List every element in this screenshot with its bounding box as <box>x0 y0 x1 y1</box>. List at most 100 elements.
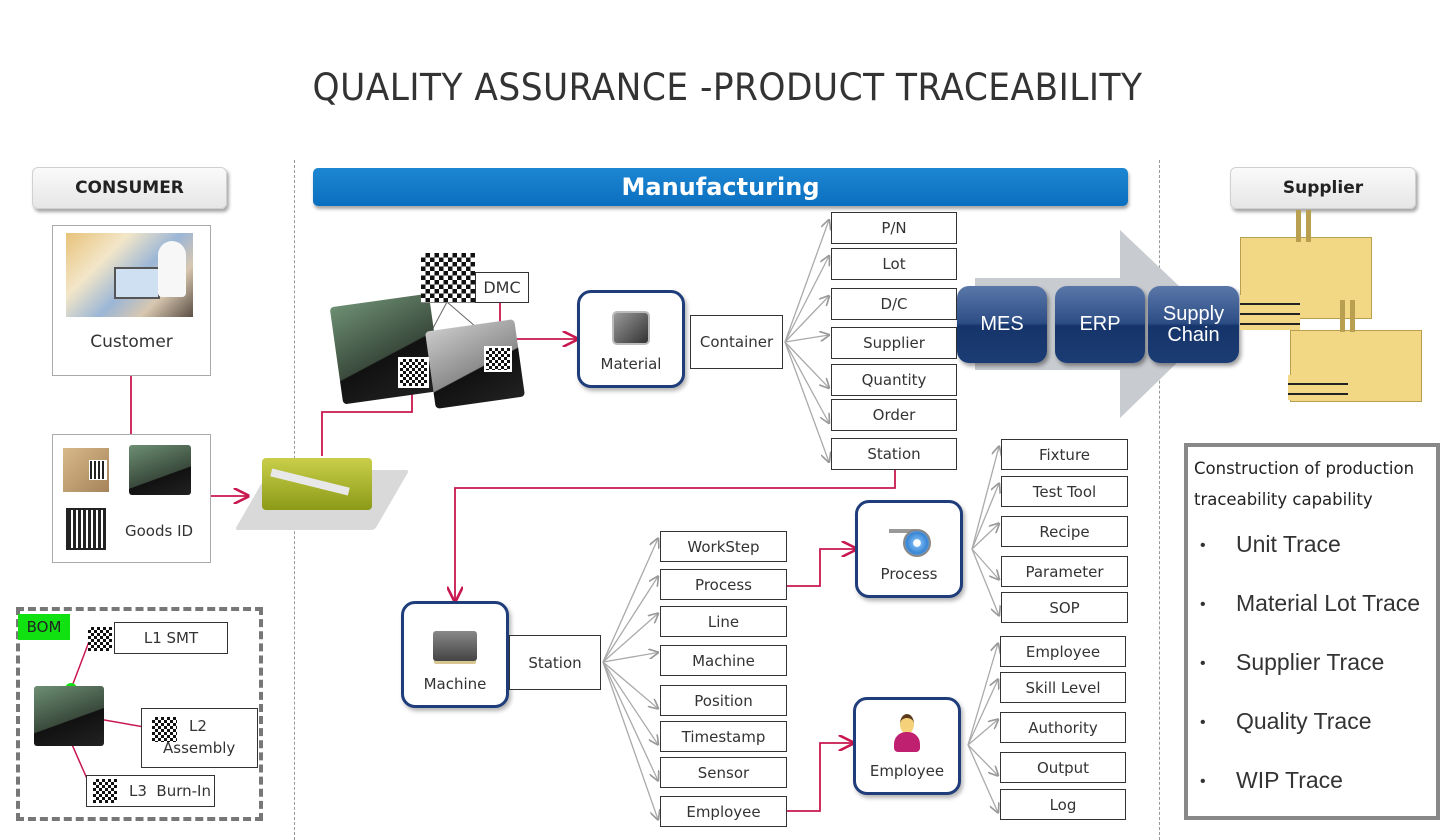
mes-system[interactable]: MES <box>957 286 1047 363</box>
link-employee-node <box>787 743 853 812</box>
gear-process-icon <box>889 519 931 557</box>
station-attr-sensor: Sensor <box>660 757 787 788</box>
process-attr-sop: SOP <box>1001 592 1128 623</box>
bullet-icon: • <box>1200 654 1206 672</box>
container-box: Container <box>690 315 783 369</box>
capability-item: •Material Lot Trace <box>1200 590 1421 616</box>
station-attr-timestamp: Timestamp <box>660 721 787 752</box>
process-attr-recipe: Recipe <box>1001 516 1128 547</box>
process-fan-line <box>971 524 999 550</box>
employee-attr-log: Log <box>1000 789 1126 820</box>
capability-item: •WIP Trace <box>1200 767 1343 793</box>
process-fan-line <box>971 447 999 550</box>
employee-node-label: Employee <box>869 762 945 780</box>
customer-card: Customer <box>52 225 211 376</box>
goods-id-card: Goods ID <box>52 434 211 563</box>
link-process-node <box>787 549 856 587</box>
material-attr-quantity: Quantity <box>831 364 957 396</box>
manufacturing-factory-icon <box>262 458 372 510</box>
process-fan-line <box>971 548 999 616</box>
employee-node[interactable]: Employee <box>853 697 961 795</box>
erp-system[interactable]: ERP <box>1055 286 1145 363</box>
capability-item: •Supplier Trace <box>1200 649 1385 675</box>
material-attr-supplier: Supplier <box>831 327 957 359</box>
machine-icon <box>433 631 477 661</box>
station-fan-line <box>602 661 658 820</box>
material-attr-d-c: D/C <box>831 288 957 320</box>
link-station-machine <box>455 470 896 601</box>
bullet-icon: • <box>1200 713 1206 731</box>
bom-level-l2: L2 Assembly <box>141 708 258 768</box>
employee-attr-output: Output <box>1000 752 1126 783</box>
station-fan-line <box>602 653 658 663</box>
bullet-icon: • <box>1200 595 1206 613</box>
station-box: Station <box>509 635 601 690</box>
process-fan-line <box>971 548 999 580</box>
material-attr-lot: Lot <box>831 248 957 280</box>
material-fan-line <box>784 335 829 343</box>
goods-id-label: Goods ID <box>125 522 194 540</box>
dmc-code-large <box>421 253 475 303</box>
material-fan-line <box>784 341 829 388</box>
material-attr-p-n: P/N <box>831 212 957 244</box>
dmc-code-l1 <box>88 627 112 651</box>
traceability-capability-panel: Construction of production traceability … <box>1184 443 1440 820</box>
material-attr-station: Station <box>831 438 957 470</box>
capability-heading: Construction of production traceability … <box>1194 459 1415 509</box>
station-fan-line <box>602 661 658 709</box>
material-attr-order: Order <box>831 399 957 431</box>
station-fan-line <box>602 577 658 663</box>
supplier-header: Supplier <box>1230 167 1416 209</box>
machine-node[interactable]: Machine <box>401 601 509 708</box>
process-node[interactable]: Process <box>855 500 963 598</box>
divider-manufacturing-supplier <box>1159 160 1160 840</box>
barcode-icon <box>66 508 106 550</box>
laptop-icon <box>114 267 160 299</box>
bom-panel <box>16 607 263 821</box>
manufacturing-banner: Manufacturing <box>313 168 1128 206</box>
bullet-icon: • <box>1200 772 1206 790</box>
station-attr-employee: Employee <box>660 796 787 827</box>
material-fan-line <box>784 256 829 343</box>
employee-attr-authority: Authority <box>1000 712 1126 743</box>
process-attr-fixture: Fixture <box>1001 439 1128 470</box>
consumer-header: CONSUMER <box>32 167 227 209</box>
material-node-label: Material <box>600 355 662 373</box>
material-fan-line <box>784 220 829 343</box>
package-icon <box>63 448 109 492</box>
employee-fan-line <box>967 744 998 776</box>
bom-ecu-image <box>34 686 104 746</box>
process-node-label: Process <box>880 565 938 583</box>
station-fan-line <box>602 661 658 781</box>
station-attr-position: Position <box>660 685 787 716</box>
customer-photo <box>66 233 193 317</box>
material-fan-line <box>784 296 829 343</box>
employee-fan-line <box>967 744 998 813</box>
customer-label: Customer <box>90 332 173 352</box>
supply-chain-system[interactable]: Supply Chain <box>1148 286 1239 363</box>
employee-fan-line <box>967 680 998 746</box>
machine-node-label: Machine <box>423 675 487 693</box>
material-fan-line <box>784 341 829 462</box>
capability-item: •Unit Trace <box>1200 531 1341 557</box>
employee-attr-employee: Employee <box>1000 636 1126 667</box>
station-attr-process: Process <box>660 569 787 600</box>
diagram-title: QUALITY ASSURANCE -PRODUCT TRACEABILITY <box>312 66 1143 109</box>
chip-icon <box>614 313 648 343</box>
employee-icon <box>892 714 922 754</box>
material-node[interactable]: Material <box>577 290 685 388</box>
bom-badge: BOM <box>18 614 70 640</box>
station-attr-machine: Machine <box>660 645 787 676</box>
material-fan-line <box>784 341 829 423</box>
person-figure <box>158 241 186 297</box>
employee-fan-line <box>967 720 998 746</box>
station-fan-line <box>602 539 658 663</box>
process-fan-line <box>971 484 999 550</box>
station-attr-workstep: WorkStep <box>660 531 787 562</box>
bom-level-l3: L3 Burn-In <box>86 775 215 807</box>
dmc-code-l3 <box>93 779 117 803</box>
station-fan-line <box>602 614 658 663</box>
dmc-code-ecu-front <box>398 357 429 388</box>
dmc-label: DMC <box>475 272 529 303</box>
ecu-icon <box>129 445 191 495</box>
